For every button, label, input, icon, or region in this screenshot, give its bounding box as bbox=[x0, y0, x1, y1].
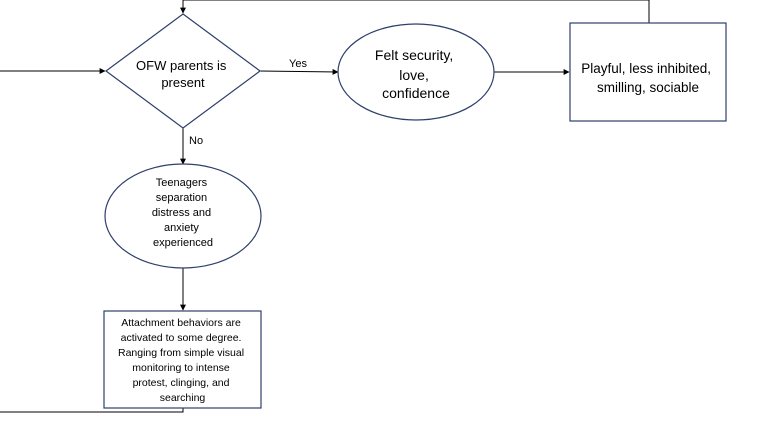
decision-node: OFW parents is present bbox=[104, 13, 262, 129]
yes-branch-arrow bbox=[259, 68, 339, 75]
separation-distress-label: Teenagers separation distress and anxiet… bbox=[152, 177, 214, 249]
attachment-behaviors-node: Attachment behaviors are activated to so… bbox=[103, 310, 262, 409]
attachment-behaviors-box bbox=[103, 310, 262, 409]
playful-box bbox=[569, 22, 727, 122]
bottom-loop-line bbox=[0, 408, 184, 413]
connectors bbox=[0, 0, 650, 413]
playful-node: Playful, less inhibited, smilling, socia… bbox=[569, 22, 727, 122]
decision-label: OFW parents is present bbox=[136, 58, 230, 90]
felt-security-node: Felt security, love, confidence bbox=[337, 23, 495, 121]
felt-security-label: Felt security, love, confidence bbox=[375, 47, 457, 101]
top-loop-return-arrow bbox=[180, 0, 650, 23]
yes-label: Yes bbox=[289, 58, 307, 70]
decision-diamond bbox=[104, 13, 262, 129]
no-label: No bbox=[189, 135, 203, 147]
felt-security-ellipse bbox=[337, 23, 495, 121]
separation-distress-ellipse bbox=[104, 163, 262, 269]
playful-label: Playful, less inhibited, smilling, socia… bbox=[581, 61, 715, 95]
attachment-behaviors-label: Attachment behaviors are activated to so… bbox=[118, 317, 247, 404]
separation-distress-node: Teenagers separation distress and anxiet… bbox=[104, 163, 262, 269]
